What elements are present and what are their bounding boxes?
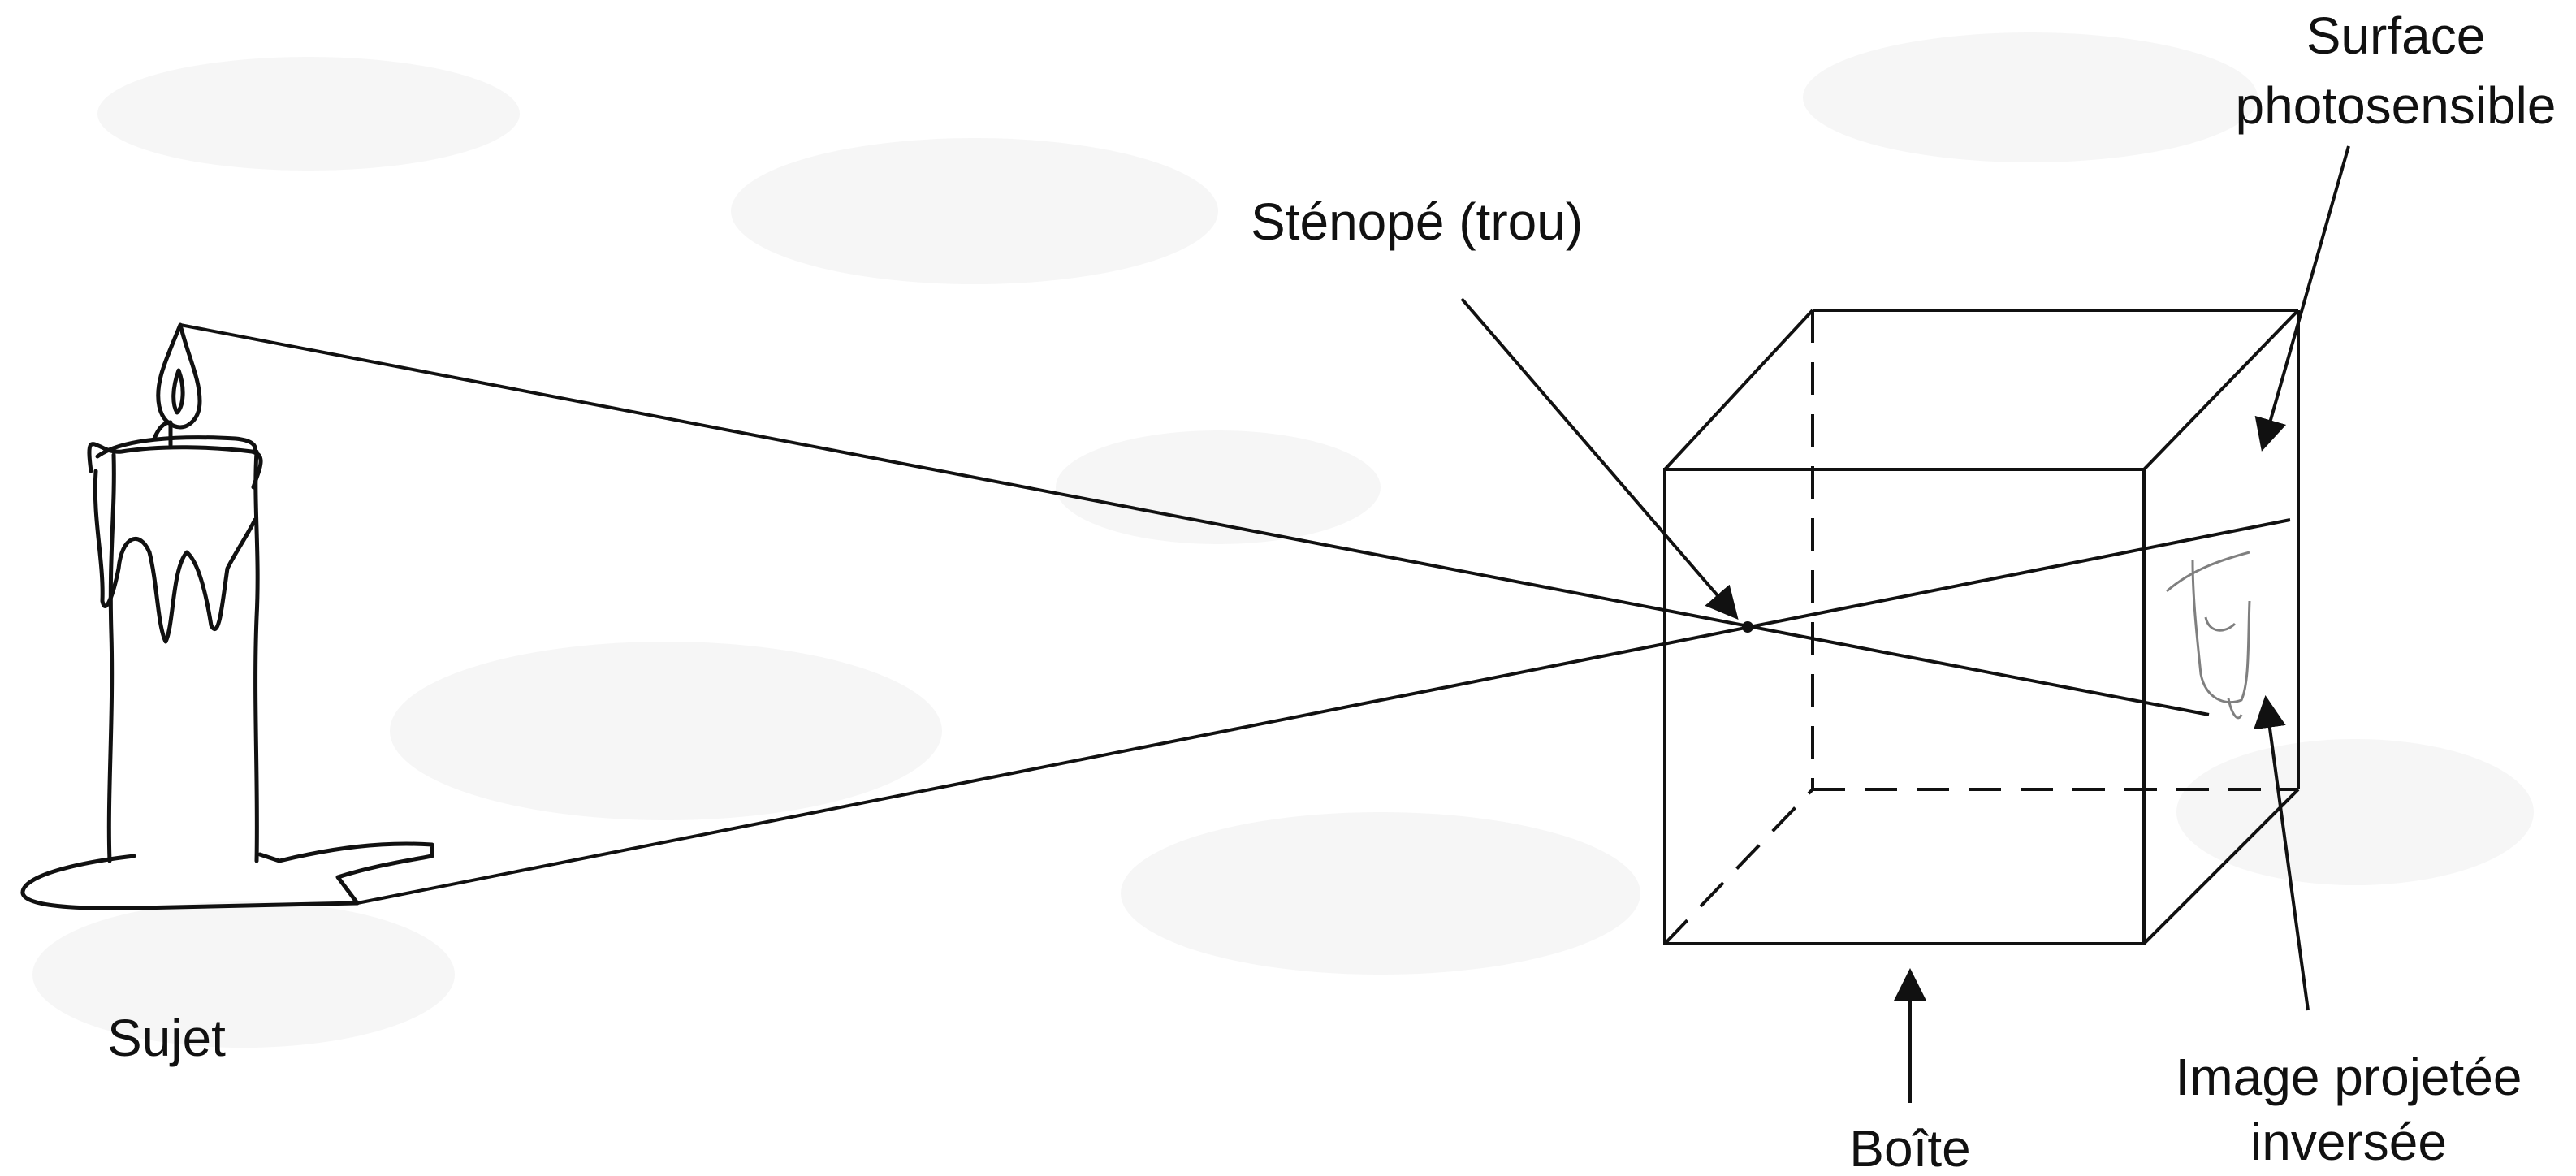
pinhole-icon [1742,621,1753,633]
arrow-surface [2254,145,2350,452]
box-front-face [1663,468,2146,945]
candle-dish [20,841,434,910]
light-rays [179,323,2291,905]
hidden-edges [1663,310,2298,945]
flame-inner [171,368,185,415]
wax-drips [93,469,257,644]
candle-body [106,449,260,863]
arrow-pinhole [1460,297,1739,620]
label-box: Boîte [1849,1119,1970,1176]
ray-bottom [357,518,2291,905]
label-surface-line1: Surface [2306,6,2486,65]
label-surface-line2: photosensible [2236,76,2557,135]
label-pinhole: Sténopé (trou) [1251,192,1583,251]
candle-icon [20,322,434,910]
arrow-image [2254,695,2310,1011]
candle-wick [152,420,173,447]
background-texture [32,32,2534,1048]
camera-box [1663,309,2300,945]
label-subject: Sujet [107,1009,226,1067]
ray-top [179,323,2210,716]
annotation-arrows [1460,145,2350,1103]
flame-icon [156,322,202,430]
candle-top [87,442,263,490]
projected-image-icon [2166,551,2251,720]
candle-top-rim [95,435,257,459]
label-image-line1: Image projetée [2176,1048,2522,1106]
label-image-line2: inversée [2250,1113,2447,1171]
